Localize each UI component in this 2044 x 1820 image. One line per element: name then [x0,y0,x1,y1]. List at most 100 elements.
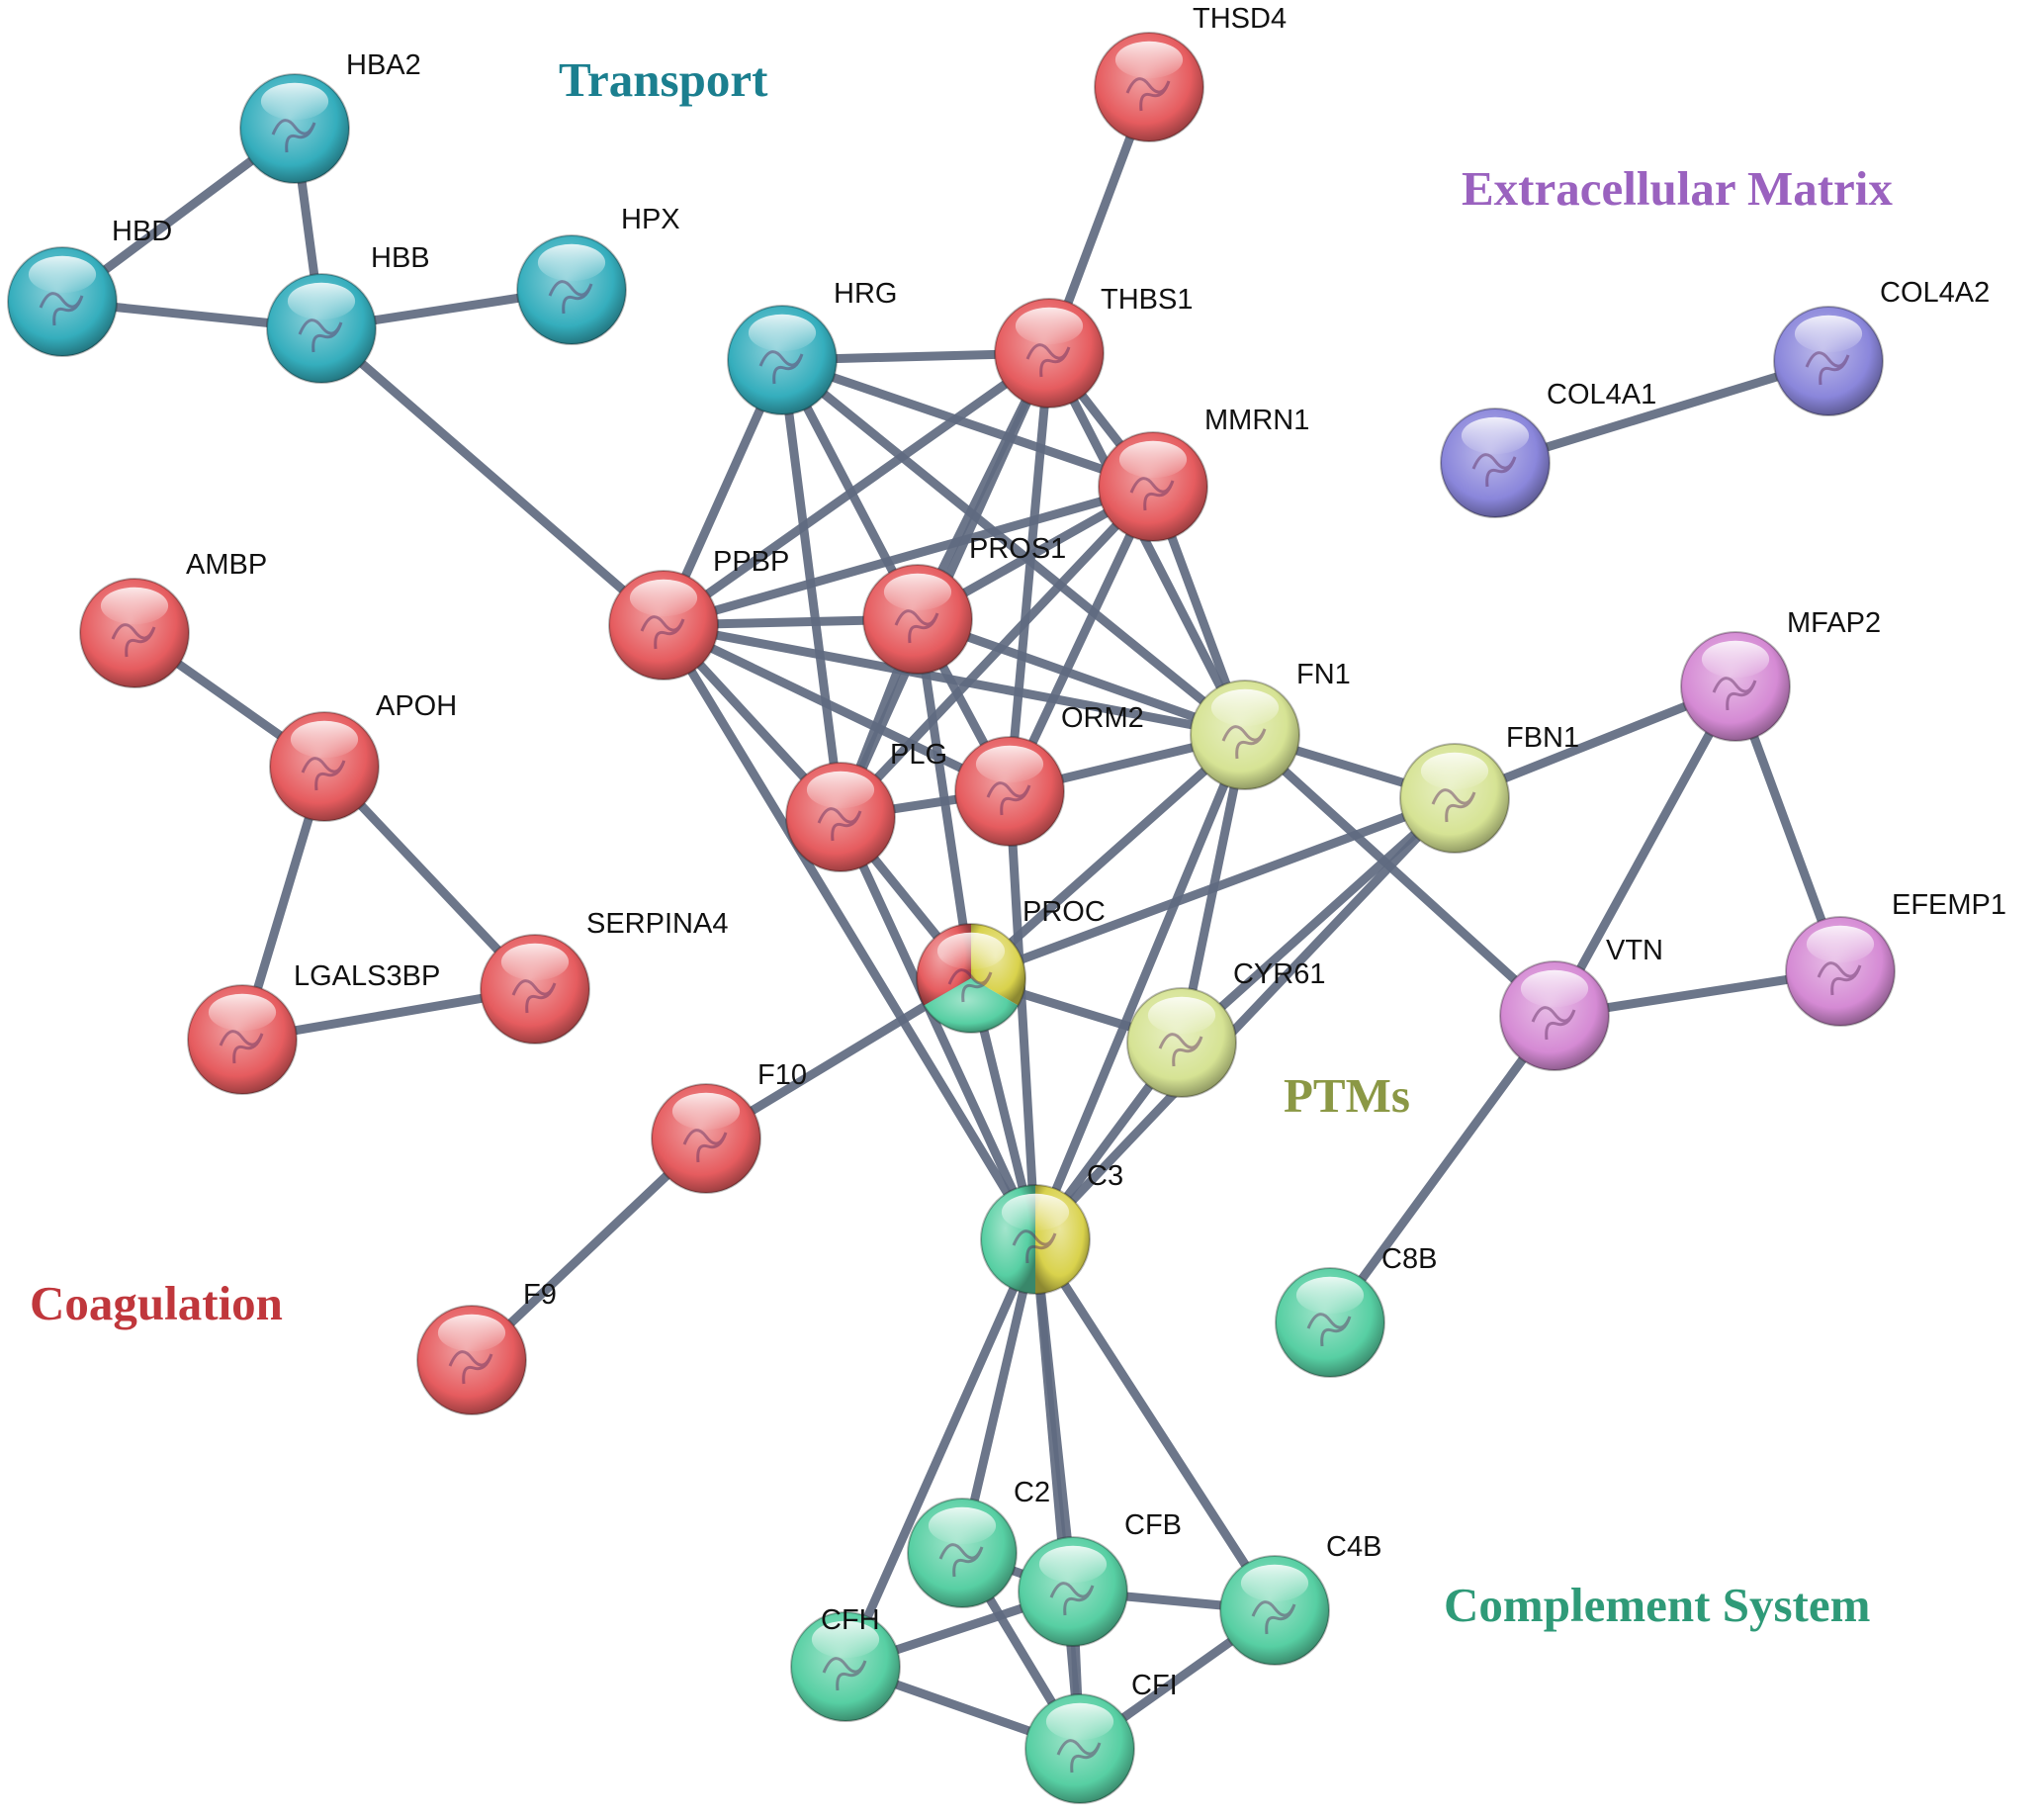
node-c3[interactable] [980,1184,1091,1295]
node-col4a2[interactable] [1773,306,1884,416]
node-pros1[interactable] [862,564,973,675]
node-thbs1[interactable] [994,298,1105,409]
node-label-c2: C2 [1014,1477,1050,1508]
node-cfh[interactable] [790,1611,901,1722]
node-label-plg: PLG [890,739,947,771]
node-f9[interactable] [416,1305,527,1415]
node-label-fn1: FN1 [1296,659,1351,690]
edge-plg-c3 [836,812,1040,1244]
node-c8b[interactable] [1275,1267,1385,1378]
node-label-hba2: HBA2 [346,49,421,81]
node-lgals3bp[interactable] [187,984,298,1095]
node-label-cyr61: CYR61 [1233,958,1326,990]
node-label-thsd4: THSD4 [1193,3,1287,35]
node-label-hrg: HRG [834,278,897,310]
edge-thbs1-ppbp [659,348,1054,630]
group-label-transport: Transport [559,52,768,107]
node-label-ppbp: PPBP [713,546,789,578]
edge-thbs1-orm2 [1005,348,1054,796]
node-label-f9: F9 [523,1279,557,1311]
node-hpx[interactable] [516,234,627,345]
node-orm2[interactable] [954,736,1065,847]
edge-mmrn1-orm2 [1005,482,1158,796]
group-label-extracellular-matrix: Extracellular Matrix [1462,161,1893,216]
node-plg[interactable] [785,762,896,872]
node-cyr61[interactable] [1126,987,1237,1098]
node-label-cfb: CFB [1124,1509,1182,1541]
node-label-hbd: HBD [112,216,172,247]
node-col4a1[interactable] [1440,408,1551,518]
edge-hrg-plg [777,355,845,822]
node-cfb[interactable] [1018,1536,1128,1647]
node-efemp1[interactable] [1785,916,1896,1027]
node-label-serpina4: SERPINA4 [586,908,728,940]
group-labels: Transport Extracellular Matrix Coagulati… [30,52,1893,1632]
node-label-c4b: C4B [1326,1531,1381,1563]
node-ppbp[interactable] [608,570,719,681]
node-hbd[interactable] [7,246,118,357]
edge-ppbp-c3 [659,620,1040,1244]
node-ambp[interactable] [79,578,190,688]
edge-hrg-mmrn1 [777,355,1158,492]
node-vtn[interactable] [1499,960,1610,1071]
node-f10[interactable] [651,1083,761,1194]
node-label-lgals3bp: LGALS3BP [294,960,440,992]
node-label-fbn1: FBN1 [1506,722,1579,754]
node-label-c8b: C8B [1381,1243,1437,1275]
node-thsd4[interactable] [1094,32,1204,142]
node-label-thbs1: THBS1 [1101,284,1193,316]
edge-fn1-proc [966,730,1250,983]
edge-c3-c4b [1030,1234,1280,1615]
node-label-col4a1: COL4A1 [1547,379,1656,410]
node-apoh[interactable] [269,711,380,822]
node-mfap2[interactable] [1680,631,1791,742]
nodes-layer [7,32,1896,1804]
edge-fbn1-c3 [1030,793,1460,1244]
node-fn1[interactable] [1190,680,1300,790]
edge-col4a1-col4a2 [1490,356,1833,468]
edge-hbb-ppbp [316,323,668,630]
node-hbb[interactable] [266,273,377,384]
edge-fn1-c3 [1030,730,1250,1244]
node-label-vtn: VTN [1606,935,1663,966]
node-label-mfap2: MFAP2 [1787,607,1881,639]
edge-orm2-c3 [1005,786,1040,1244]
node-label-col4a2: COL4A2 [1880,277,1990,309]
node-label-ambp: AMBP [186,549,267,581]
node-c2[interactable] [907,1498,1018,1608]
node-cfi[interactable] [1024,1693,1135,1804]
group-label-complement-system: Complement System [1444,1578,1870,1632]
node-label-mmrn1: MMRN1 [1204,405,1309,436]
edge-fbn1-proc [966,793,1460,983]
node-label-f10: F10 [757,1059,807,1091]
node-mmrn1[interactable] [1098,431,1208,542]
edge-thbs1-fn1 [1044,348,1250,740]
node-label-hpx: HPX [621,204,680,235]
group-label-ptms: PTMs [1284,1068,1410,1123]
node-label-pros1: PROS1 [969,533,1066,565]
edge-fbn1-cyr61 [1177,793,1460,1047]
edge-hrg-fn1 [777,355,1250,740]
node-c4b[interactable] [1219,1555,1330,1666]
node-label-orm2: ORM2 [1061,702,1144,734]
node-label-cfh: CFH [821,1604,880,1636]
node-serpina4[interactable] [480,934,590,1045]
node-label-apoh: APOH [376,690,457,722]
edge-mmrn1-ppbp [659,482,1158,630]
node-label-c3: C3 [1087,1160,1123,1192]
node-proc[interactable] [916,923,1026,1034]
edge-ppbp-orm2 [659,620,1015,796]
group-label-coagulation: Coagulation [30,1276,283,1330]
node-label-efemp1: EFEMP1 [1892,889,2006,921]
node-fbn1[interactable] [1399,743,1510,854]
node-hrg[interactable] [727,305,838,415]
node-hba2[interactable] [239,73,350,184]
node-label-proc: PROC [1022,896,1106,928]
edge-vtn-c8b [1325,1011,1559,1327]
edge-mfap2-vtn [1550,682,1740,1021]
node-label-cfi: CFI [1131,1670,1178,1701]
edge-c3-cfh [841,1234,1040,1672]
node-label-hbb: HBB [371,242,430,274]
